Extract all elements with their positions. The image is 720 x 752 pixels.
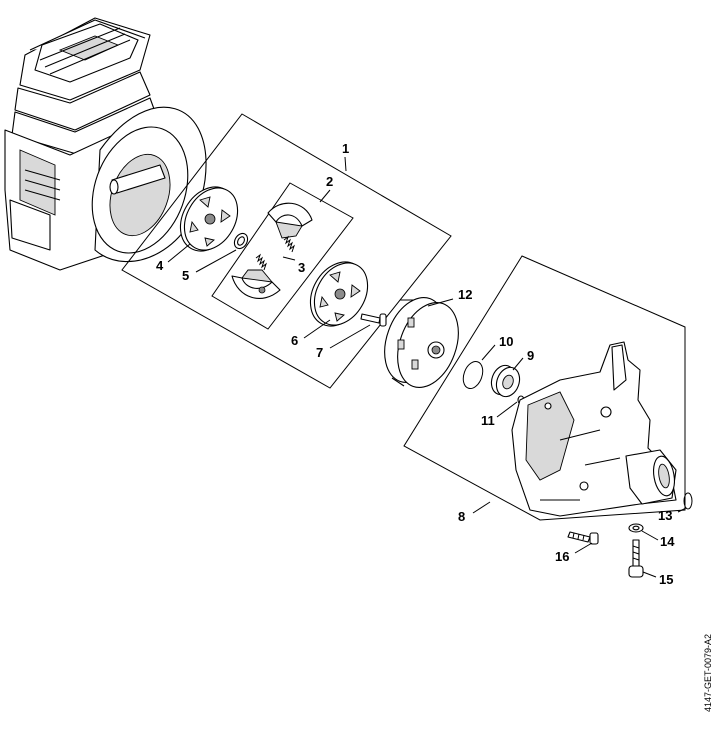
clutch-drum-12 — [384, 297, 459, 388]
callout-14: 14 — [660, 534, 675, 549]
ball-bearing-9 — [490, 364, 521, 398]
callout-7: 7 — [316, 345, 323, 360]
assembly-frame-2 — [211, 182, 354, 330]
assembly-frame-8 — [403, 255, 686, 521]
circlip-10 — [462, 360, 484, 390]
callout-11: 11 — [481, 413, 495, 428]
clutch-carrier-plate-4 — [179, 186, 239, 252]
washer-14 — [628, 523, 644, 533]
clutch-shoe-lower — [231, 269, 281, 299]
callout-16: 16 — [555, 549, 569, 564]
callout-8: 8 — [458, 509, 465, 524]
callout-1: 1 — [342, 141, 349, 156]
clutch-carrier-plate-6 — [309, 261, 369, 327]
callout-3: 3 — [298, 260, 305, 275]
engine-crankcase-drawing — [4, 17, 207, 271]
washer-5 — [233, 232, 249, 250]
callout-10: 10 — [499, 334, 513, 349]
clutch-springs-3 — [255, 235, 295, 271]
callout-5: 5 — [182, 268, 189, 283]
assembly-frame-1 — [121, 113, 452, 389]
figure-reference-code: 4147-GET-0079-A2 — [703, 634, 713, 712]
callout-9: 9 — [527, 348, 534, 363]
leader-lines — [167, 156, 687, 578]
bolt-15 — [628, 539, 644, 578]
screw-16 — [567, 531, 599, 545]
clutch-housing-8 — [511, 341, 677, 517]
callout-13: 13 — [658, 508, 672, 523]
callout-12: 12 — [458, 287, 472, 302]
callout-6: 6 — [291, 333, 298, 348]
screw-7 — [360, 313, 387, 327]
callout-15: 15 — [659, 572, 673, 587]
callout-2: 2 — [326, 174, 333, 189]
clutch-shoe-upper — [267, 202, 313, 239]
callout-4: 4 — [156, 258, 164, 273]
circlip-13 — [683, 492, 693, 510]
